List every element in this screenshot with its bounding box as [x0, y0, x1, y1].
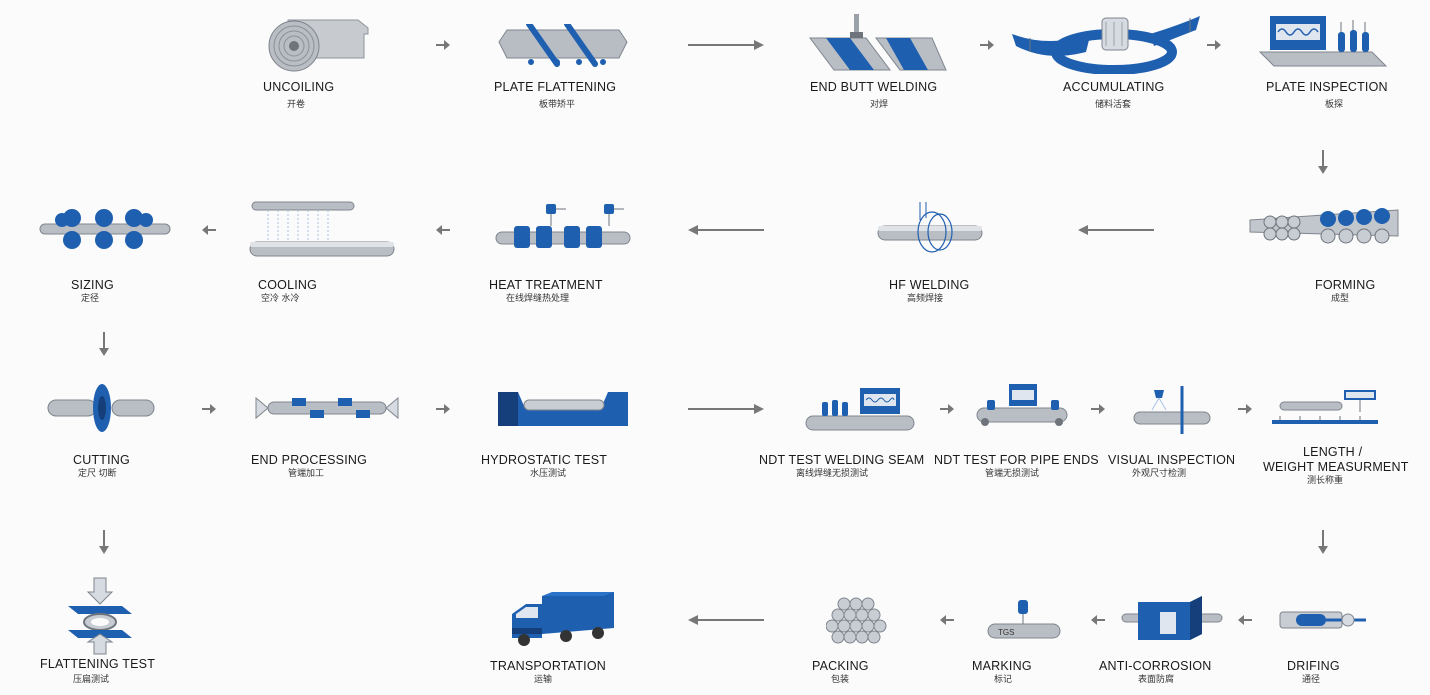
length-weight-icon — [1272, 390, 1378, 424]
end-butt-welding-icon — [809, 14, 947, 71]
marking-stamp-text: TGS — [998, 628, 1014, 637]
step-label-cn: 板探 — [1325, 99, 1344, 109]
arrow-down-icon — [1318, 530, 1328, 554]
step-label-en: NDT TEST WELDING SEAM — [759, 453, 925, 467]
step-label-en: END PROCESSING — [251, 453, 368, 467]
arrow-left-icon — [202, 225, 216, 235]
ndt-pipe-ends-icon — [976, 384, 1068, 426]
arrow-left-icon — [436, 225, 450, 235]
anti-corrosion-icon — [1121, 596, 1223, 640]
arrow-left-long-icon — [688, 615, 764, 625]
hf-welding-icon — [877, 202, 983, 253]
step-label-cn: 通径 — [1302, 674, 1321, 684]
hydrostatic-test-icon — [498, 392, 628, 426]
step-label-cn: 压扁测试 — [73, 674, 110, 684]
heat-treatment-icon — [495, 204, 631, 248]
step-label-cn: 开卷 — [287, 99, 306, 109]
arrow-left-icon — [1238, 615, 1252, 625]
step-label-cn: 包装 — [831, 674, 850, 684]
end-processing-icon — [255, 396, 399, 420]
step-label-en: PLATE INSPECTION — [1266, 80, 1388, 94]
arrow-right-long-icon — [688, 404, 764, 414]
marking-icon: TGS — [987, 600, 1061, 639]
step-label-en: TRANSPORTATION — [490, 659, 607, 673]
uncoiling-icon — [268, 19, 369, 72]
step-label-en: UNCOILING — [263, 80, 335, 94]
arrow-down-icon — [99, 530, 109, 554]
forming-icon — [1249, 208, 1399, 244]
ndt-welding-seam-icon — [805, 388, 915, 431]
arrow-down-icon — [99, 332, 109, 356]
step-label-cn: 离线焊缝无损测试 — [796, 468, 869, 478]
cooling-icon — [249, 201, 395, 257]
arrow-right-icon — [940, 404, 954, 414]
arrow-right-icon — [980, 40, 994, 50]
arrow-left-long-icon — [1078, 225, 1154, 235]
step-label-en: LENGTH / — [1303, 445, 1363, 459]
step-label-en: PLATE FLATTENING — [494, 80, 617, 94]
step-label-en: SIZING — [71, 278, 114, 292]
step-label-en-line2: WEIGHT MEASURMENT — [1263, 460, 1409, 474]
arrow-right-icon — [436, 40, 450, 50]
step-label-cn: 板带矫平 — [539, 99, 576, 109]
step-label-en: HYDROSTATIC TEST — [481, 453, 608, 467]
arrow-right-long-icon — [688, 40, 764, 50]
step-label-cn: 空冷 水冷 — [261, 293, 300, 303]
step-label-cn: 水压测试 — [530, 468, 567, 478]
step-label-en: CUTTING — [73, 453, 130, 467]
step-label-en: ANTI-CORROSION — [1099, 659, 1212, 673]
step-label-cn: 测长称重 — [1307, 475, 1344, 485]
step-label-en: FLATTENING TEST — [40, 657, 156, 671]
step-label-en: PACKING — [812, 659, 869, 673]
arrow-right-icon — [1091, 404, 1105, 414]
step-label-cn: 管端无损测试 — [985, 468, 1040, 478]
step-label-en: FORMING — [1315, 278, 1376, 292]
visual-inspection-icon — [1133, 386, 1211, 434]
step-label-en: HEAT TREATMENT — [489, 278, 603, 292]
step-label-cn: 管端加工 — [288, 468, 325, 478]
transportation-icon — [512, 592, 614, 646]
arrow-down-icon — [1318, 150, 1328, 174]
step-label-en: VISUAL INSPECTION — [1108, 453, 1236, 467]
step-label-cn: 成型 — [1331, 293, 1350, 303]
step-label-cn: 对焊 — [870, 99, 889, 109]
step-label-en: COOLING — [258, 278, 318, 292]
step-label-en: MARKING — [972, 659, 1032, 673]
step-label-cn: 高频焊接 — [907, 293, 944, 303]
step-label-cn: 定尺 切断 — [78, 468, 117, 478]
accumulating-icon — [1012, 16, 1200, 74]
step-label-cn: 运输 — [534, 674, 553, 684]
step-label-cn: 在线焊缝热处理 — [506, 293, 570, 303]
drifting-icon — [1279, 611, 1366, 629]
step-label-cn: 定径 — [81, 293, 100, 303]
plate-inspection-icon — [1258, 16, 1388, 67]
packing-icon — [826, 597, 887, 644]
step-label-en: HF WELDING — [889, 278, 970, 292]
plate-flattening-icon — [498, 24, 628, 67]
step-label-cn: 标记 — [994, 674, 1013, 684]
step-label-en: ACCUMULATING — [1063, 80, 1165, 94]
arrow-left-icon — [940, 615, 954, 625]
step-label-en: NDT TEST FOR PIPE ENDS — [934, 453, 1099, 467]
step-label-en: DRIFING — [1287, 659, 1340, 673]
step-label-cn: 外观尺寸检测 — [1132, 468, 1187, 478]
step-label-en: END BUTT WELDING — [810, 80, 938, 94]
sizing-icon — [39, 209, 171, 249]
step-label-cn: 储料活套 — [1095, 99, 1132, 109]
arrow-right-icon — [202, 404, 216, 414]
arrow-right-icon — [1238, 404, 1252, 414]
arrow-right-icon — [1207, 40, 1221, 50]
arrow-right-icon — [436, 404, 450, 414]
flattening-test-icon — [68, 577, 132, 655]
step-label-cn: 表面防腐 — [1138, 674, 1175, 684]
cutting-icon — [47, 384, 155, 432]
arrow-left-icon — [1091, 615, 1105, 625]
arrow-left-long-icon — [688, 225, 764, 235]
